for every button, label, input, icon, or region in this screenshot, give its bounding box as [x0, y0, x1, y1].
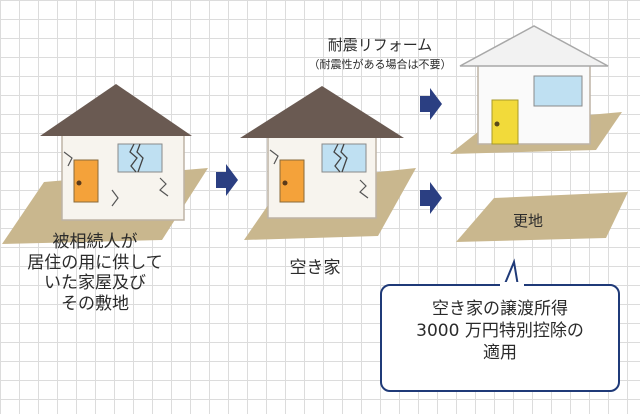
callout-pointer-mask — [500, 282, 524, 290]
reform-subtitle: （耐震性がある場合は不要） — [308, 58, 452, 71]
reform-title: 耐震リフォーム — [327, 36, 433, 54]
inherited-property-label: 被相続人が 居住の用に供して いた家屋及び その敷地 — [27, 232, 163, 315]
arrow-right-icon — [420, 182, 442, 214]
old-house-icon — [2, 84, 208, 244]
vacant-lot-icon — [456, 192, 628, 242]
arrow-right-icon — [420, 88, 442, 120]
callout-text: 空き家の譲渡所得 3000 万円特別控除の 適用 — [416, 299, 584, 364]
arrow-right-icon — [216, 164, 238, 196]
callout-box — [380, 284, 620, 392]
reformed-house-icon — [450, 25, 622, 154]
vacant-lot-label: 更地 — [512, 212, 543, 230]
vacant-house-label: 空き家 — [289, 258, 341, 278]
vacant-house-icon — [240, 86, 416, 240]
